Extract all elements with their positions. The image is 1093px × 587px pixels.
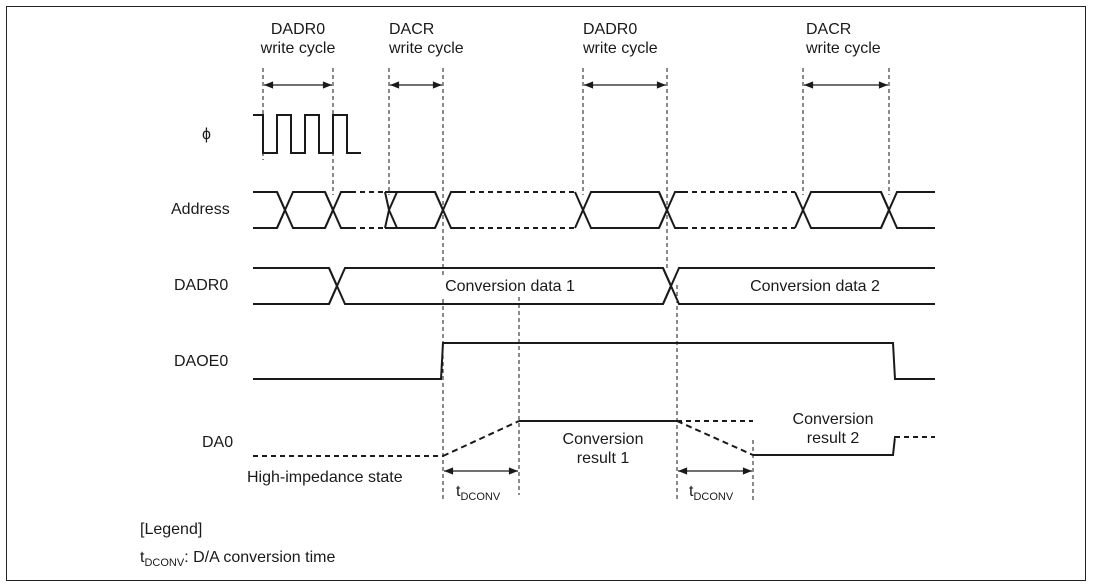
signal-label-phi: ϕ: [202, 126, 211, 143]
legend-title: [Legend]: [140, 521, 203, 538]
tdconv-label-1: tDCONV: [456, 482, 500, 507]
conversion-result-1-label: Conversion result 1: [548, 430, 658, 468]
header-label-dadr0-1: DADR0 write cycle: [242, 20, 354, 58]
phi-clock-waveform: [253, 114, 361, 154]
header-label-line1: DACR: [389, 21, 435, 38]
address-bus-waveform: [253, 191, 935, 229]
bus-value-conversion-data-1: Conversion data 1: [445, 278, 575, 295]
legend-entry: tDCONV: D/A conversion time: [140, 548, 335, 573]
da0-waveform: [253, 420, 935, 457]
header-label-line1: DADR0: [270, 21, 326, 38]
header-label-line2: write cycle: [389, 40, 464, 57]
dadr0-bus-waveform: [253, 267, 935, 305]
tdconv-t: t: [456, 483, 461, 500]
signal-label-dadr0: DADR0: [174, 277, 229, 294]
legend-subscript: DCONV: [144, 557, 185, 569]
header-label-line2: write cycle: [806, 40, 881, 57]
legend-t: t: [140, 549, 145, 566]
conversion-result-2-line1: Conversion: [792, 411, 874, 428]
diagram-frame: [6, 6, 1086, 581]
tdconv-subscript: DCONV: [460, 491, 501, 503]
conversion-result-1-line2: result 1: [576, 450, 630, 467]
legend-description: : D/A conversion time: [184, 549, 336, 566]
daoe0-waveform: [253, 342, 935, 380]
header-label-dadr0-2: DADR0 write cycle: [583, 20, 658, 58]
tdconv-label-2: tDCONV: [689, 482, 733, 507]
bus-value-conversion-data-2: Conversion data 2: [750, 278, 880, 295]
header-label-dacr-1: DACR write cycle: [389, 20, 464, 58]
header-label-line2: write cycle: [260, 40, 336, 57]
header-label-line2: write cycle: [583, 40, 658, 57]
header-label-line1: DADR0: [583, 21, 638, 38]
conversion-result-2-label: Conversion result 2: [778, 410, 888, 448]
signal-label-da0: DA0: [202, 434, 234, 451]
signal-label-address: Address: [171, 201, 230, 218]
guide-lines: [262, 68, 890, 500]
conversion-result-1-line1: Conversion: [562, 431, 644, 448]
label-bg: [420, 276, 600, 296]
signal-label-daoe0: DAOE0: [174, 353, 229, 370]
high-impedance-label: High-impedance state: [247, 469, 403, 486]
conversion-result-2-line2: result 2: [806, 430, 860, 447]
label-bg: [725, 276, 905, 296]
header-label-dacr-2: DACR write cycle: [806, 20, 881, 58]
tdconv-subscript: DCONV: [693, 491, 734, 503]
tdconv-t: t: [689, 483, 694, 500]
header-label-line1: DACR: [806, 21, 852, 38]
